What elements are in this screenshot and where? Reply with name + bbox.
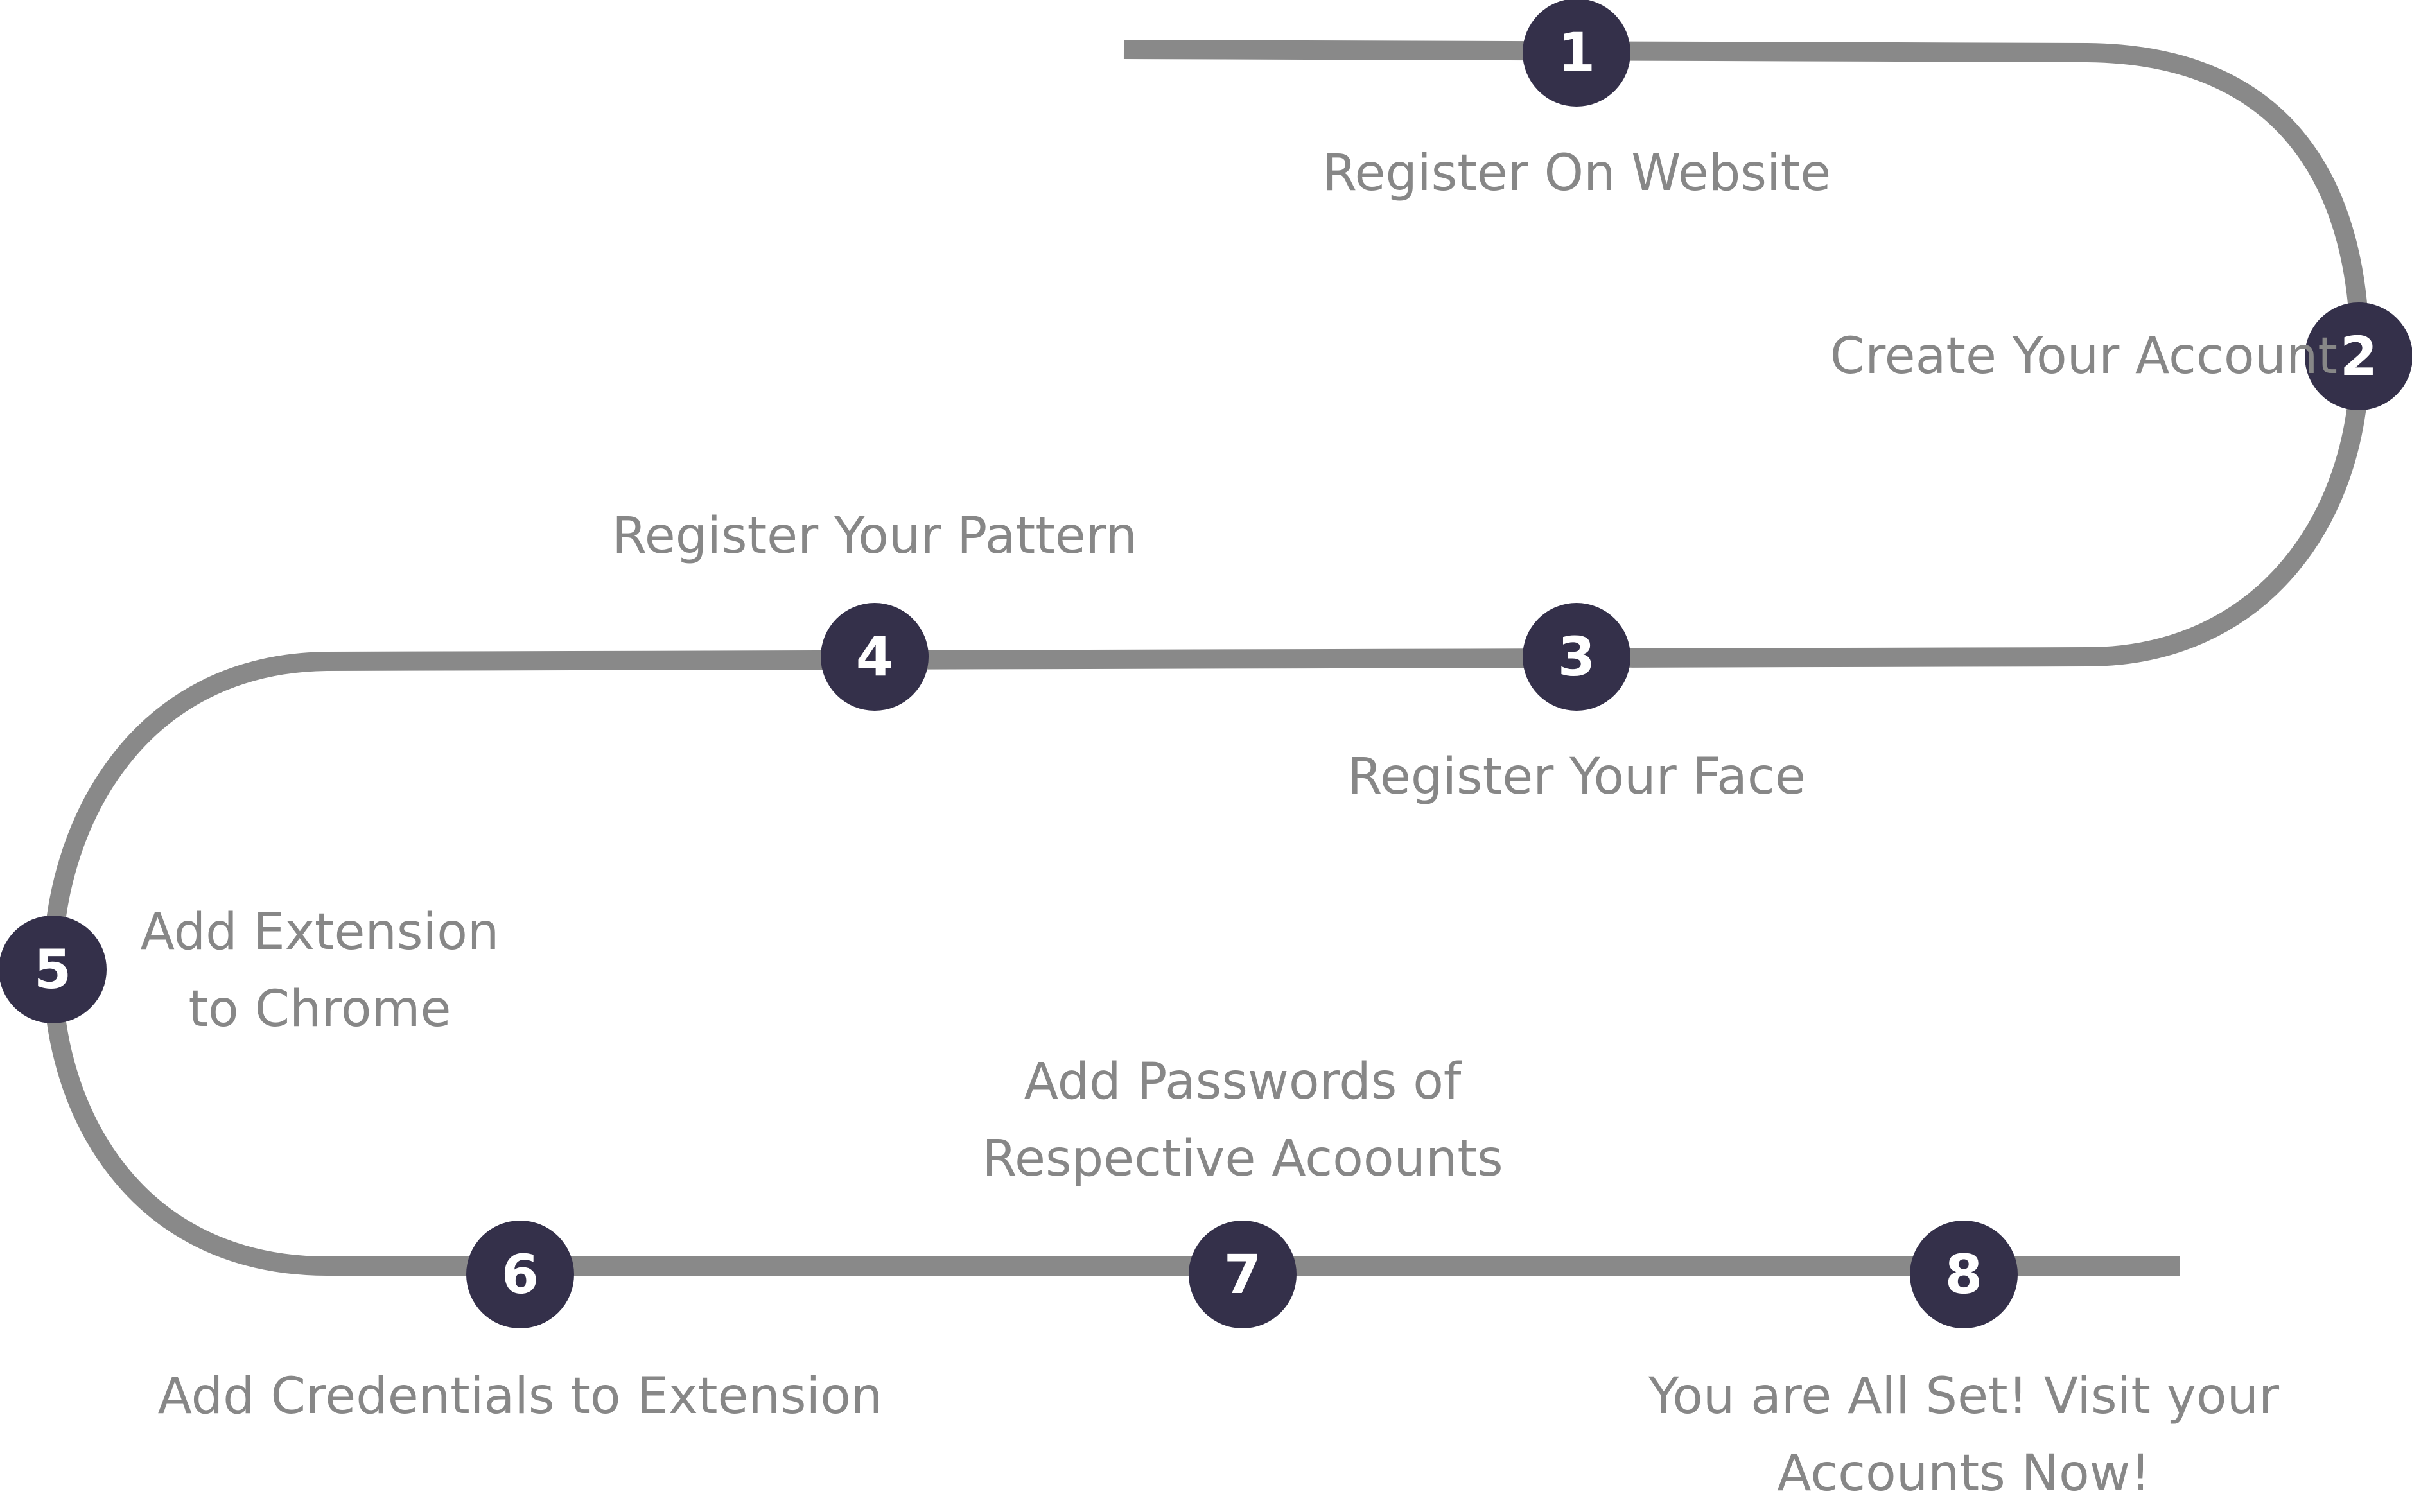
- step-marker-8-number: 8: [1945, 1243, 1982, 1306]
- step-marker-6-circle: [466, 1221, 574, 1328]
- step-5-label-line-2: to Chrome: [188, 980, 451, 1038]
- step-7-label-line-1: Add Passwords of: [1024, 1053, 1462, 1111]
- step-4-label: Register Your Pattern: [612, 507, 1137, 565]
- step-marker-8: 8: [1910, 1221, 2018, 1328]
- step-6-label: Add Credentials to Extension: [157, 1368, 883, 1425]
- step-7-label: Add Passwords of Respective Acoounts: [922, 1043, 1564, 1197]
- step-marker-2-circle: [2305, 302, 2412, 410]
- step-8-label: You are All Set! Visit your Accounts Now…: [1578, 1358, 2349, 1512]
- step-8-label-line-1: You are All Set! Visit your: [1648, 1368, 2280, 1425]
- step-7-label-line-2: Respective Acoounts: [982, 1130, 1503, 1188]
- step-marker-6: 6: [466, 1221, 574, 1328]
- step-marker-7: 7: [1189, 1221, 1297, 1328]
- step-marker-5: 5: [0, 916, 107, 1023]
- step-marker-5-number: 5: [34, 938, 71, 1001]
- step-marker-8-circle: [1910, 1221, 2018, 1328]
- roadmap-path: [43, 40, 2370, 1276]
- step-8-label-line-2: Accounts Now!: [1777, 1445, 2151, 1502]
- step-marker-3: 3: [1523, 603, 1630, 711]
- step-marker-2: 2: [2305, 302, 2412, 410]
- step-marker-7-circle: [1189, 1221, 1297, 1328]
- step-3-label: Register Your Face: [1347, 748, 1806, 806]
- step-marker-4-number: 4: [856, 625, 893, 688]
- step-marker-2-number: 2: [2340, 325, 2377, 388]
- step-5-label-line-1: Add Extension: [140, 903, 500, 961]
- step-marker-3-number: 3: [1558, 625, 1595, 688]
- step-marker-1-circle: [1523, 0, 1630, 107]
- step-marker-1-number: 1: [1558, 21, 1595, 84]
- step-marker-7-number: 7: [1224, 1243, 1261, 1306]
- step-marker-5-circle: [0, 916, 107, 1023]
- step-marker-3-circle: [1523, 603, 1630, 711]
- step-1-label: Register On Website: [1322, 144, 1831, 202]
- step-marker-4: 4: [821, 603, 929, 711]
- step-marker-6-number: 6: [502, 1243, 539, 1306]
- step-marker-1: 1: [1523, 0, 1630, 107]
- step-2-label: Create Your Account: [1830, 327, 2338, 385]
- step-marker-4-circle: [821, 603, 929, 711]
- step-5-label: Add Extension to Chrome: [63, 894, 577, 1048]
